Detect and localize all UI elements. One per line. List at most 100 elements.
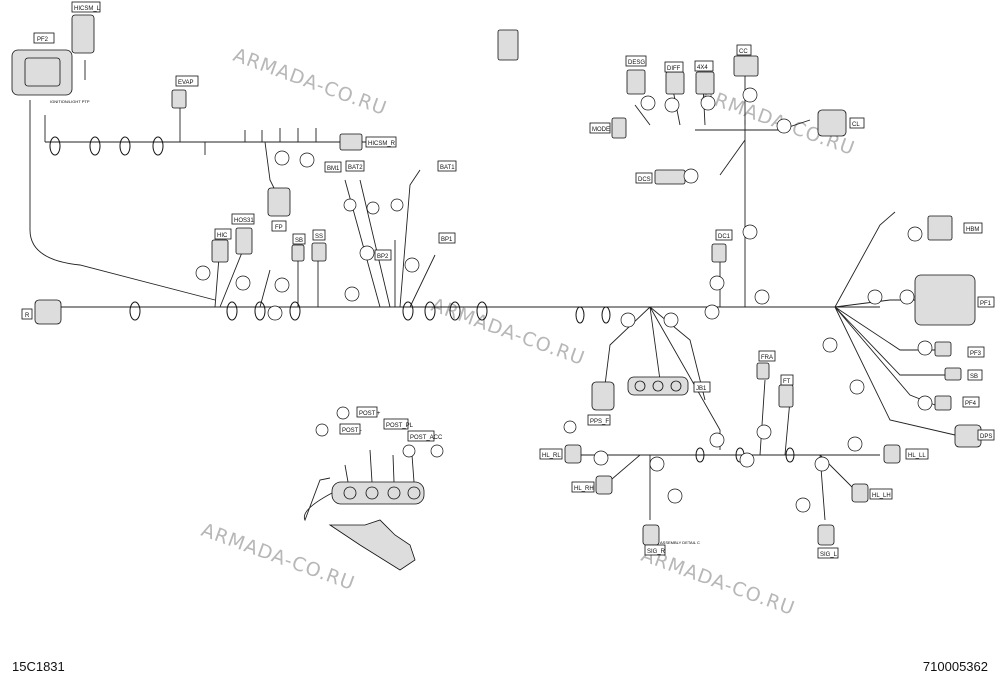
detail-note: ASSEMBLY DETAIL C <box>660 540 700 545</box>
watermark-3: ARMADA-CO.RU <box>428 294 588 370</box>
label-bp1: BP1 <box>438 232 456 244</box>
label-pps-f: PPS_F <box>587 414 611 426</box>
pf1-connector-body <box>914 274 976 326</box>
svg-text:HL_LL: HL_LL <box>908 453 926 459</box>
svg-text:POST +: POST + <box>359 411 381 417</box>
svg-text:DC1: DC1 <box>718 234 731 240</box>
diagram-code-right: 710005362 <box>922 659 988 674</box>
svg-text:BM1: BM1 <box>327 166 340 172</box>
svg-text:SB: SB <box>295 238 303 244</box>
svg-text:HICSM_R: HICSM_R <box>368 141 396 147</box>
svg-text:4X4: 4X4 <box>697 65 708 71</box>
cl-connector-body <box>817 109 847 137</box>
length-markers <box>195 87 933 513</box>
svg-text:MODE: MODE <box>592 127 610 133</box>
svg-text:HL_RL: HL_RL <box>542 453 561 459</box>
label-hl-rh: HL_RH <box>571 481 595 493</box>
ss-connector-body <box>311 242 327 262</box>
hl-ll-connector-body <box>883 444 901 464</box>
diff-connector-body <box>665 71 685 95</box>
svg-text:CC: CC <box>739 49 748 55</box>
label-hos31: HOS31 <box>231 213 255 225</box>
battery-cover <box>328 519 416 571</box>
cc-connector-body <box>733 55 759 77</box>
ft-connector-body <box>778 384 794 408</box>
svg-text:SIG_R: SIG_R <box>647 549 666 555</box>
svg-text:BP2: BP2 <box>377 254 389 260</box>
sig-r-connector-body <box>642 524 660 546</box>
label-fp: FP <box>271 220 287 232</box>
dps-connector-body <box>954 424 982 448</box>
svg-text:SS: SS <box>315 234 323 240</box>
svg-text:HBM: HBM <box>966 227 979 233</box>
svg-text:DESG: DESG <box>628 60 645 66</box>
label-jb1: JB1 <box>693 381 711 393</box>
label-sig-r: SIG_R <box>644 544 666 556</box>
label-post-acc: POST_ACC <box>407 430 443 442</box>
sb-connector-body <box>291 244 305 262</box>
label-hbm: HBM <box>963 222 983 234</box>
label-mode: MODE <box>589 122 611 134</box>
svg-text:FT: FT <box>783 379 791 385</box>
pf3-connector-body <box>934 341 952 357</box>
fp-connector-body <box>267 187 291 217</box>
mode-switch-body <box>611 117 627 139</box>
hl-lh-connector-body <box>851 483 869 503</box>
hbm-connector-body <box>927 215 953 241</box>
label-r: R <box>21 308 33 320</box>
label-hic: HIC <box>214 228 232 240</box>
label-bp2: BP2 <box>374 249 392 261</box>
diagram-code-left: 15C1831 <box>12 659 65 674</box>
dcs-connector-body <box>654 169 686 185</box>
dc1-connector-body <box>711 243 727 263</box>
svg-text:HL_LH: HL_LH <box>872 493 891 499</box>
harness-clips <box>49 136 795 463</box>
label-cl: CL <box>849 117 865 129</box>
svg-text:DCS: DCS <box>638 177 651 183</box>
label-hl-ll: HL_LL <box>905 448 929 460</box>
svg-text:BP1: BP1 <box>441 237 453 243</box>
r-connector-body <box>34 299 62 325</box>
label-hicsm-r: HICSM_R <box>365 136 397 148</box>
watermark-1: ARMADA-CO.RU <box>230 44 390 120</box>
svg-text:HOS31: HOS31 <box>234 218 254 224</box>
ground-note: IGNITION/LIGHT PTP <box>50 99 90 104</box>
svg-text:DIFF: DIFF <box>667 66 681 72</box>
label-pf1: PF1 <box>977 296 995 308</box>
label-post-plus: POST + <box>356 406 381 418</box>
svg-text:POST_ACC: POST_ACC <box>410 435 443 441</box>
hicsm-r-connector-body <box>339 133 363 151</box>
svg-text:PF1: PF1 <box>980 301 992 307</box>
label-bat2: BAT2 <box>345 160 365 172</box>
hl-rh-connector-body <box>595 475 613 495</box>
svg-text:HICSM_L: HICSM_L <box>74 6 101 12</box>
svg-text:FP: FP <box>275 225 283 231</box>
label-4x4: 4X4 <box>694 60 714 72</box>
label-sig-l: SIG_L <box>817 547 839 559</box>
label-bm1: BM1 <box>324 161 342 173</box>
label-pf2: PF2 <box>33 32 55 44</box>
4x4-connector-body <box>695 71 715 95</box>
svg-text:BAT1: BAT1 <box>440 165 455 171</box>
desg-connector-body <box>626 69 646 95</box>
label-hl-lh: HL_LH <box>869 488 893 500</box>
svg-text:JB1: JB1 <box>696 386 707 392</box>
svg-text:PF4: PF4 <box>965 401 977 407</box>
label-post-pl: POST_PL <box>383 418 414 430</box>
svg-text:CL: CL <box>852 122 860 128</box>
label-dps: DPS <box>977 429 995 441</box>
svg-text:BAT2: BAT2 <box>348 165 363 171</box>
label-ss: SS <box>312 229 326 241</box>
notes: IGNITION/LIGHT PTP ASSEMBLY DETAIL C <box>50 99 700 545</box>
svg-text:SIG_L: SIG_L <box>820 552 838 558</box>
label-sb: SB <box>292 233 306 245</box>
label-evap: EVAP <box>175 75 199 87</box>
watermark-5: ARMADA-CO.RU <box>638 544 798 620</box>
svg-text:PF2: PF2 <box>37 37 49 43</box>
svg-text:R: R <box>25 313 30 319</box>
sb2-connector-body <box>944 367 962 381</box>
label-dcs: DCS <box>635 172 653 184</box>
svg-text:FRA: FRA <box>761 355 773 361</box>
svg-text:PPS_F: PPS_F <box>590 419 609 425</box>
